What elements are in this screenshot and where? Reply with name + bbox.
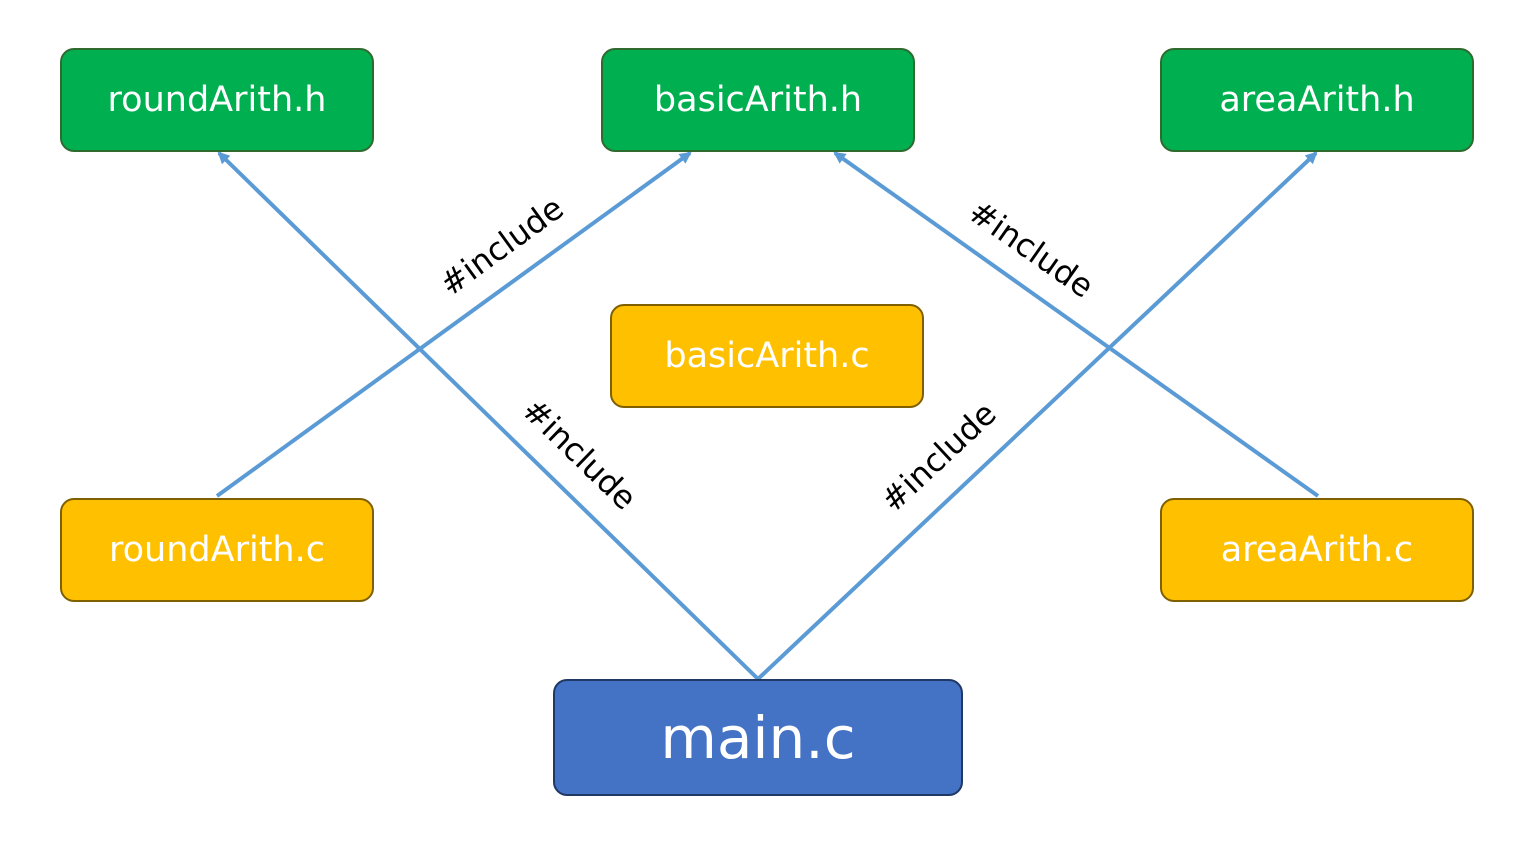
node-areaArith-h: areaArith.h bbox=[1160, 48, 1474, 152]
edge-main-to-areaArith-h bbox=[756, 151, 1318, 681]
node-label: areaArith.h bbox=[1219, 80, 1415, 120]
node-areaArith-c: areaArith.c bbox=[1160, 498, 1474, 602]
edge-main-to-roundArith-h bbox=[217, 151, 760, 681]
node-label: roundArith.c bbox=[109, 530, 325, 570]
node-basicArith-c: basicArith.c bbox=[610, 304, 924, 408]
edge-label-areaArith-c-basicArith-h: #include bbox=[962, 192, 1101, 305]
node-basicArith-h: basicArith.h bbox=[601, 48, 915, 152]
node-roundArith-h: roundArith.h bbox=[60, 48, 374, 152]
node-main-c: main.c bbox=[553, 679, 963, 796]
edge-label-main-roundArith-h: #include bbox=[515, 391, 644, 517]
edge-areaArith-c-to-basicArith-h bbox=[833, 151, 1320, 498]
node-label: basicArith.h bbox=[653, 80, 863, 120]
edge-label-main-areaArith-h: #include bbox=[873, 394, 1003, 519]
node-label: areaArith.c bbox=[1220, 530, 1414, 570]
node-label: roundArith.h bbox=[107, 80, 327, 120]
edge-label-roundArith-c-basicArith-h: #include bbox=[433, 189, 571, 304]
edge-roundArith-c-to-basicArith-h bbox=[215, 151, 692, 498]
node-roundArith-c: roundArith.c bbox=[60, 498, 374, 602]
node-label: basicArith.c bbox=[664, 336, 870, 376]
node-label: main.c bbox=[660, 703, 856, 772]
